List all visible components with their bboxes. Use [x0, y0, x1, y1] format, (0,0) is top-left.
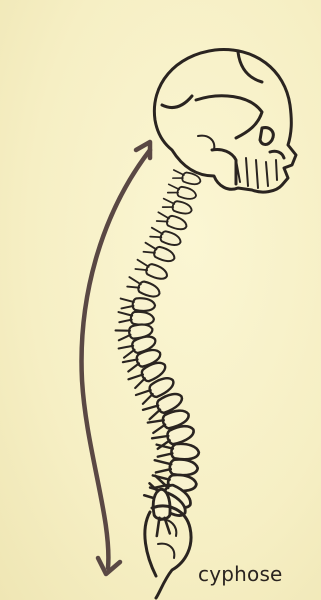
vertebra: [120, 296, 156, 312]
vertebra: [171, 168, 202, 187]
vertebra: [117, 309, 154, 326]
vertebra: [155, 441, 199, 461]
arrowhead-top: [136, 142, 150, 158]
caption-label: cyphose: [198, 562, 283, 586]
vertebra: [166, 182, 197, 201]
vertebra: [153, 489, 170, 536]
sacrum: [145, 506, 191, 598]
spine: [115, 168, 202, 536]
